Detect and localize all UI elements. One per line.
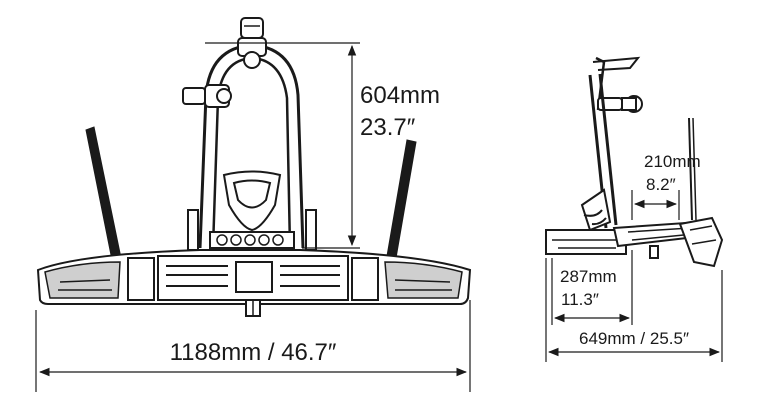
- left-wheel-arm: [85, 126, 122, 261]
- width-dimension: 1188mm / 46.7″: [35, 300, 471, 392]
- base-in-label: 11.3″: [561, 290, 599, 309]
- side-view-rack: [545, 56, 724, 268]
- base-dimension: 287mm 11.3″: [551, 250, 633, 325]
- front-view-rack: [36, 17, 472, 317]
- height-dimension: 604mm 23.7″: [205, 42, 440, 249]
- width-label: 1188mm / 46.7″: [170, 339, 337, 366]
- side-clamp: [182, 84, 232, 108]
- wheel-saddle: [222, 170, 282, 232]
- height-in-label: 23.7″: [360, 114, 416, 141]
- depth-dimension: 649mm / 25.5″: [545, 258, 723, 362]
- roller-bar: [209, 231, 295, 249]
- side-base: [545, 229, 627, 255]
- right-wheel-arm: [386, 139, 417, 259]
- base-mm-label: 287mm: [560, 267, 617, 286]
- wheel-gap-dimension: 210mm 8.2″: [631, 152, 701, 220]
- wheel-gap-in-label: 8.2″: [646, 175, 676, 194]
- depth-label: 649mm / 25.5″: [579, 329, 689, 348]
- wheel-gap-mm-label: 210mm: [644, 152, 701, 171]
- height-mm-label: 604mm: [360, 82, 440, 109]
